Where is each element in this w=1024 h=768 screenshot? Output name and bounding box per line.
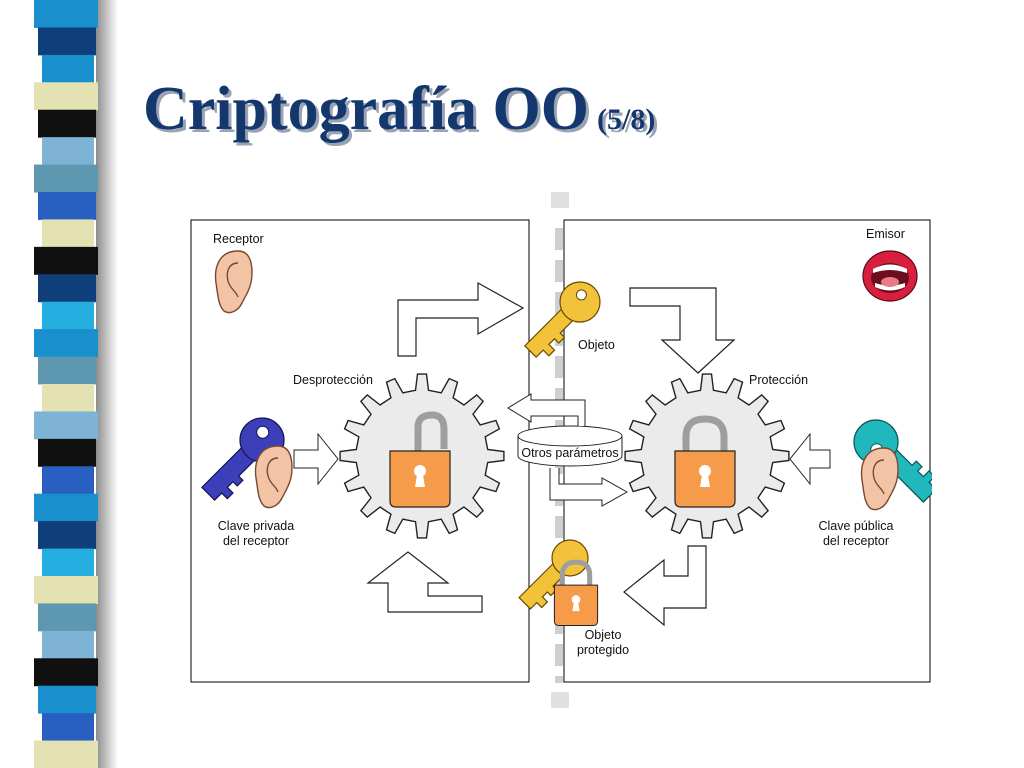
stripe-block xyxy=(42,137,94,166)
stripe-block xyxy=(42,219,94,248)
public-key-ear-icon xyxy=(860,447,899,511)
objeto-protegido-key-icon xyxy=(518,539,589,610)
stripe-block xyxy=(34,82,98,111)
stripe-block xyxy=(42,466,94,495)
receptor-label: Receptor xyxy=(213,232,264,246)
stripe-block xyxy=(34,329,98,358)
emisor-mouth-icon xyxy=(862,250,918,302)
arrow-objeto-protegido-to-desproteccion xyxy=(366,551,483,613)
stripe-block xyxy=(38,521,96,550)
otros-parametros-cylinder xyxy=(517,425,623,467)
closed-padlock-icon xyxy=(674,415,736,508)
clave-publica-label-line1: Clave pública xyxy=(818,519,893,533)
stripe-block xyxy=(34,246,98,275)
stripe-block xyxy=(42,548,94,577)
clave-privada-label-line2: del receptor xyxy=(223,534,289,548)
crypto-diagram: Receptor Emisor Desprotección Protección xyxy=(190,192,932,708)
arrow-receptor-to-objeto xyxy=(397,281,525,357)
objeto-label: Objeto xyxy=(578,338,615,352)
stripe-block xyxy=(38,603,96,632)
stripe-block xyxy=(38,274,96,303)
stripe-block xyxy=(38,109,96,138)
proteccion-label: Protección xyxy=(749,373,808,387)
clave-publica-label-line2: del receptor xyxy=(823,534,889,548)
stripe-block xyxy=(38,438,96,467)
arrow-to-objeto-protegido xyxy=(623,545,707,627)
clave-privada-label-line1: Clave privada xyxy=(218,519,294,533)
emisor-label: Emisor xyxy=(866,227,905,241)
stripe-block xyxy=(38,685,96,714)
slide-title-page-indicator: (5/8) xyxy=(597,103,656,136)
open-padlock-icon xyxy=(389,411,451,508)
receptor-ear-icon xyxy=(214,250,253,314)
stripe-block xyxy=(42,54,94,83)
stripe-block xyxy=(42,713,94,742)
stripe-block xyxy=(42,630,94,659)
stripe-block xyxy=(34,0,98,28)
stripe-block xyxy=(34,740,98,768)
stripe-block xyxy=(38,27,96,56)
decorative-stripe-bar xyxy=(34,0,118,768)
otros-parametros-label: Otros parámetros xyxy=(521,446,618,460)
arrow-parametros-to-desproteccion xyxy=(507,393,586,426)
stripe-block xyxy=(38,356,96,385)
stripe-block xyxy=(34,411,98,440)
stripe-block xyxy=(34,658,98,687)
stripe-block xyxy=(38,192,96,220)
objeto-key-icon xyxy=(523,281,601,359)
objeto-protegido-label-line2: protegido xyxy=(577,643,629,657)
private-key-ear-icon xyxy=(254,445,293,509)
arrow-private-key-to-desproteccion xyxy=(293,432,339,486)
stripe-block xyxy=(42,384,94,412)
stripe-block xyxy=(42,301,94,330)
arrow-public-key-to-proteccion xyxy=(789,432,831,486)
slide-title-text: Criptografía OO xyxy=(143,75,589,143)
arrow-objeto-to-proteccion xyxy=(629,287,736,374)
arrow-parametros-to-proteccion xyxy=(549,468,629,507)
stripe-block xyxy=(34,164,98,193)
objeto-protegido-label-line1: Objeto xyxy=(585,628,622,642)
stripe-block xyxy=(34,493,98,522)
objeto-protegido-padlock-icon xyxy=(553,559,599,626)
desproteccion-label: Desprotección xyxy=(293,373,373,387)
stripe-block xyxy=(34,576,98,604)
slide-title: Criptografía OO(5/8) xyxy=(143,78,655,140)
